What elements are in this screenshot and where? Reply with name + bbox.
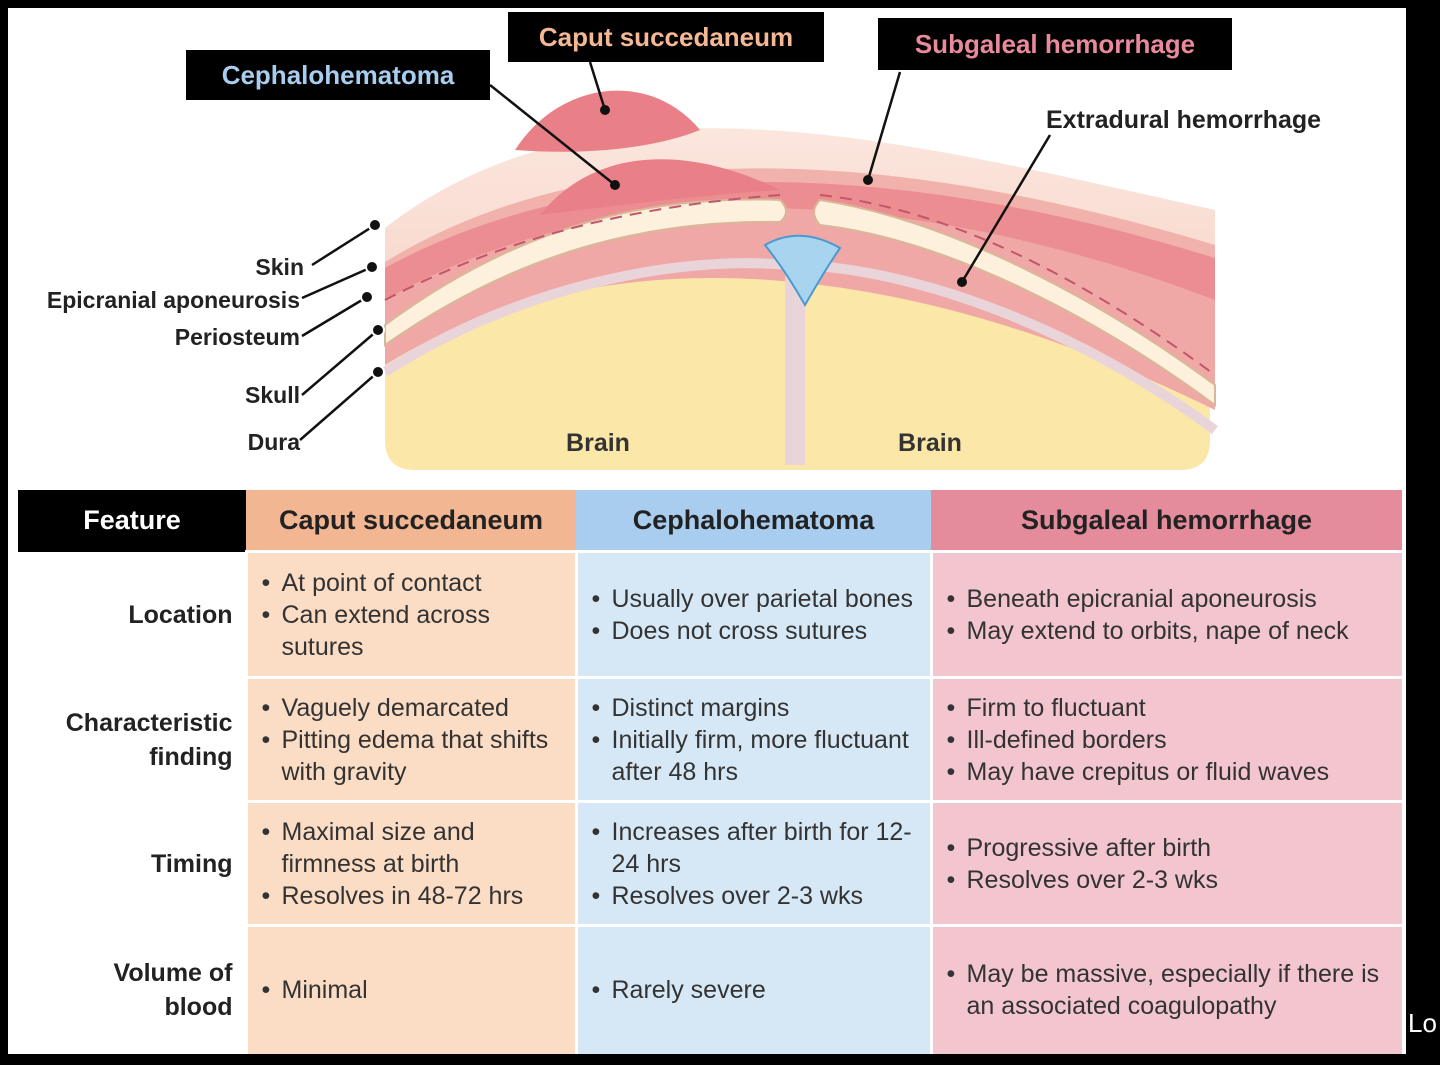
caput-label: Caput succedaneum — [539, 22, 793, 52]
bullet-list: Vaguely demarcatedPitting edema that shi… — [248, 692, 575, 788]
bullet-item: Distinct margins — [592, 692, 924, 724]
bullet-item: Ill-defined borders — [947, 724, 1397, 756]
caput-label-box — [508, 12, 824, 62]
bullet-item: Rarely severe — [592, 974, 924, 1006]
fontanelle — [763, 234, 842, 308]
bullet-list: May be massive, especially if there is a… — [933, 958, 1403, 1022]
leader-dots — [600, 105, 967, 287]
dura-layer — [382, 258, 1218, 465]
side-strip — [1406, 0, 1440, 1065]
layer-dots — [360, 218, 385, 379]
feature-cell: Volume of blood — [18, 925, 246, 1054]
feature-label: blood — [164, 992, 233, 1021]
brain-label-left: Brain — [566, 429, 630, 457]
table-body: Location At point of contactCan extend ac… — [18, 550, 1403, 1054]
extradural-label: Extradural hemorrhage — [1046, 106, 1321, 134]
periosteum-layer — [385, 208, 1215, 410]
ceph-cell: Rarely severe — [574, 924, 931, 1054]
bullet-item: Beneath epicranial aponeurosis — [947, 583, 1397, 615]
bullet-item: Resolves in 48-72 hrs — [262, 880, 569, 912]
bullet-item: Can extend across sutures — [262, 599, 569, 663]
subgaleal-label-box — [878, 18, 1232, 70]
periosteum-dash-left — [384, 194, 781, 301]
subg-cell: Firm to fluctuantIll-defined bordersMay … — [929, 676, 1403, 802]
caput-cell: Minimal — [244, 924, 576, 1054]
subgaleal-label: Subgaleal hemorrhage — [915, 29, 1195, 59]
bullet-list: Minimal — [248, 974, 575, 1006]
bullet-item: May be massive, especially if there is a… — [947, 958, 1397, 1022]
bullet-list: Beneath epicranial aponeurosisMay extend… — [933, 583, 1403, 647]
bullet-list: Increases after birth for 12-24 hrsResol… — [578, 816, 930, 912]
bullet-list: Usually over parietal bonesDoes not cros… — [578, 583, 930, 647]
caput-cell: Maximal size and firmness at birthResolv… — [244, 800, 576, 926]
comparison-table: Feature Caput succedaneum Cephalohematom… — [18, 490, 1402, 1054]
scalp-layers-diagram: Caput succedaneum Cephalohematoma Subgal… — [47, 12, 1321, 470]
caput-cell: At point of contactCan extend across sut… — [244, 550, 576, 678]
feature-label: Volume of — [113, 958, 233, 987]
caput-cell: Vaguely demarcatedPitting edema that shi… — [244, 676, 576, 802]
subg-cell: May be massive, especially if there is a… — [929, 924, 1403, 1054]
side-text: Lo — [1408, 1008, 1437, 1038]
bullet-list: Maximal size and firmness at birthResolv… — [248, 816, 575, 912]
feature-label: Characteristic — [65, 708, 233, 737]
ceph-cell: Distinct marginsInitially firm, more flu… — [574, 676, 931, 802]
bullet-item: Resolves over 2-3 wks — [592, 880, 924, 912]
layer-label-aponeurosis: Epicranial aponeurosis — [47, 287, 300, 313]
bullet-list: Distinct marginsInitially firm, more flu… — [578, 692, 930, 788]
table-row: Volume of blood Minimal Rarely severe May be… — [18, 924, 1403, 1054]
layer-label-skin: Skin — [255, 254, 304, 280]
brain-label-right: Brain — [898, 429, 962, 457]
bullet-item: At point of contact — [262, 567, 569, 599]
feature-cell: Location — [18, 551, 246, 678]
layer-label-periosteum: Periosteum — [175, 324, 300, 350]
ceph-cell: Usually over parietal bonesDoes not cros… — [574, 550, 931, 678]
bullet-item: Initially firm, more fluctuant after 48 … — [592, 724, 924, 788]
ceph-cell: Increases after birth for 12-24 hrsResol… — [574, 800, 931, 926]
bullet-item: Minimal — [262, 974, 569, 1006]
feature-cell: Timing — [18, 801, 246, 926]
skull-left — [384, 198, 787, 347]
feature-label: finding — [149, 742, 233, 771]
header-feature: Feature — [18, 490, 246, 552]
layer-label-skull: Skull — [245, 382, 300, 408]
ceph-label: Cephalohematoma — [222, 60, 455, 90]
bullet-list: Firm to fluctuantIll-defined bordersMay … — [933, 692, 1403, 788]
subg-cell: Beneath epicranial aponeurosisMay extend… — [929, 550, 1403, 678]
table-row: Timing Maximal size and firmness at birth… — [18, 800, 1403, 926]
bullet-item: Firm to fluctuant — [947, 692, 1397, 724]
bullet-list: At point of contactCan extend across sut… — [248, 567, 575, 663]
bullet-item: Pitting edema that shifts with gravity — [262, 724, 569, 788]
header-ceph: Cephalohematoma — [576, 490, 931, 552]
subg-cell: Progressive after birthResolves over 2-3… — [929, 800, 1403, 926]
bullet-item: May extend to orbits, nape of neck — [947, 615, 1397, 647]
bullet-item: Maximal size and firmness at birth — [262, 816, 569, 880]
bullet-item: May have crepitus or fluid waves — [947, 756, 1397, 788]
bullet-item: Vaguely demarcated — [262, 692, 569, 724]
feature-label: Timing — [151, 849, 233, 878]
header-subg: Subgaleal hemorrhage — [931, 490, 1402, 552]
header-caput: Caput succedaneum — [246, 490, 576, 552]
layer-label-dura: Dura — [248, 429, 301, 455]
leader-lines — [299, 61, 1052, 441]
bullet-item: Does not cross sutures — [592, 615, 924, 647]
bullet-item: Usually over parietal bones — [592, 583, 924, 615]
table-row: Characteristic finding Vaguely demarcatedP… — [18, 676, 1403, 802]
bullet-item: Increases after birth for 12-24 hrs — [592, 816, 924, 880]
bullet-item: Progressive after birth — [947, 832, 1397, 864]
ceph-label-box — [186, 50, 490, 100]
feature-cell: Characteristic finding — [18, 677, 246, 802]
table-row: Location At point of contactCan extend ac… — [18, 550, 1403, 678]
table-header-row: Feature Caput succedaneum Cephalohematom… — [18, 490, 1402, 552]
bullet-item: Resolves over 2-3 wks — [947, 864, 1397, 896]
feature-label: Location — [128, 600, 233, 629]
bullet-list: Rarely severe — [578, 974, 930, 1006]
bullet-list: Progressive after birthResolves over 2-3… — [933, 832, 1403, 896]
caput-blood — [515, 90, 700, 152]
